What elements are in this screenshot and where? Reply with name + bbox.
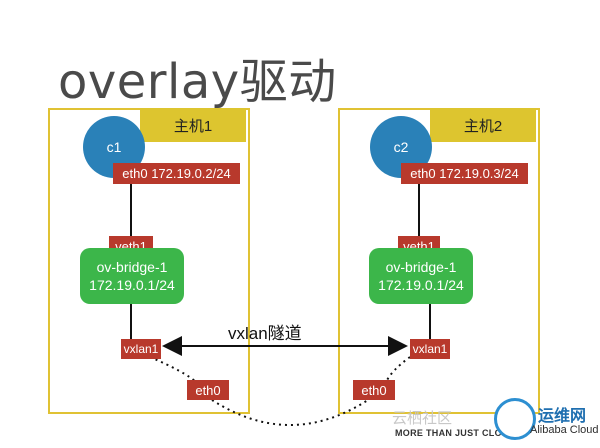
host-1-vxlan-to-eth-link bbox=[149, 356, 197, 383]
host-2-bridge-ip: 172.19.0.1/24 bbox=[378, 277, 464, 293]
host-2-bridge-name: ov-bridge-1 bbox=[385, 259, 457, 275]
vxlan-tunnel-label: vxlan隧道 bbox=[228, 324, 302, 343]
host-2-container-eth: eth0 172.19.0.3/24 bbox=[401, 163, 528, 184]
brand-name: 运维网 bbox=[538, 408, 587, 425]
host-2-vxlan-to-eth-link bbox=[385, 356, 411, 383]
slide-title: overlay驱动 bbox=[58, 54, 337, 110]
underlay-link bbox=[211, 399, 369, 426]
host-1-bridge-name: ov-bridge-1 bbox=[96, 259, 168, 275]
host-1-label: 主机1 bbox=[140, 108, 246, 142]
host-2-vxlan: vxlan1 bbox=[410, 339, 450, 359]
host-2-eth: eth0 bbox=[353, 380, 395, 400]
host-1-eth: eth0 bbox=[187, 380, 229, 400]
watermark-text: 云栖社区 bbox=[392, 410, 453, 427]
host-2-label: 主机2 bbox=[430, 108, 536, 142]
brand-logo-icon bbox=[494, 398, 536, 440]
brand-subtitle: Alibaba Cloud bbox=[530, 424, 599, 436]
host-2-bridge: ov-bridge-1 172.19.0.1/24 bbox=[369, 248, 473, 304]
host-1-vxlan: vxlan1 bbox=[121, 339, 161, 359]
host-1-bridge-ip: 172.19.0.1/24 bbox=[89, 277, 175, 293]
host-1-bridge: ov-bridge-1 172.19.0.1/24 bbox=[80, 248, 184, 304]
footer-tagline: MORE THAN JUST CLOUD bbox=[395, 428, 516, 438]
host-1-container-eth: eth0 172.19.0.2/24 bbox=[113, 163, 240, 184]
